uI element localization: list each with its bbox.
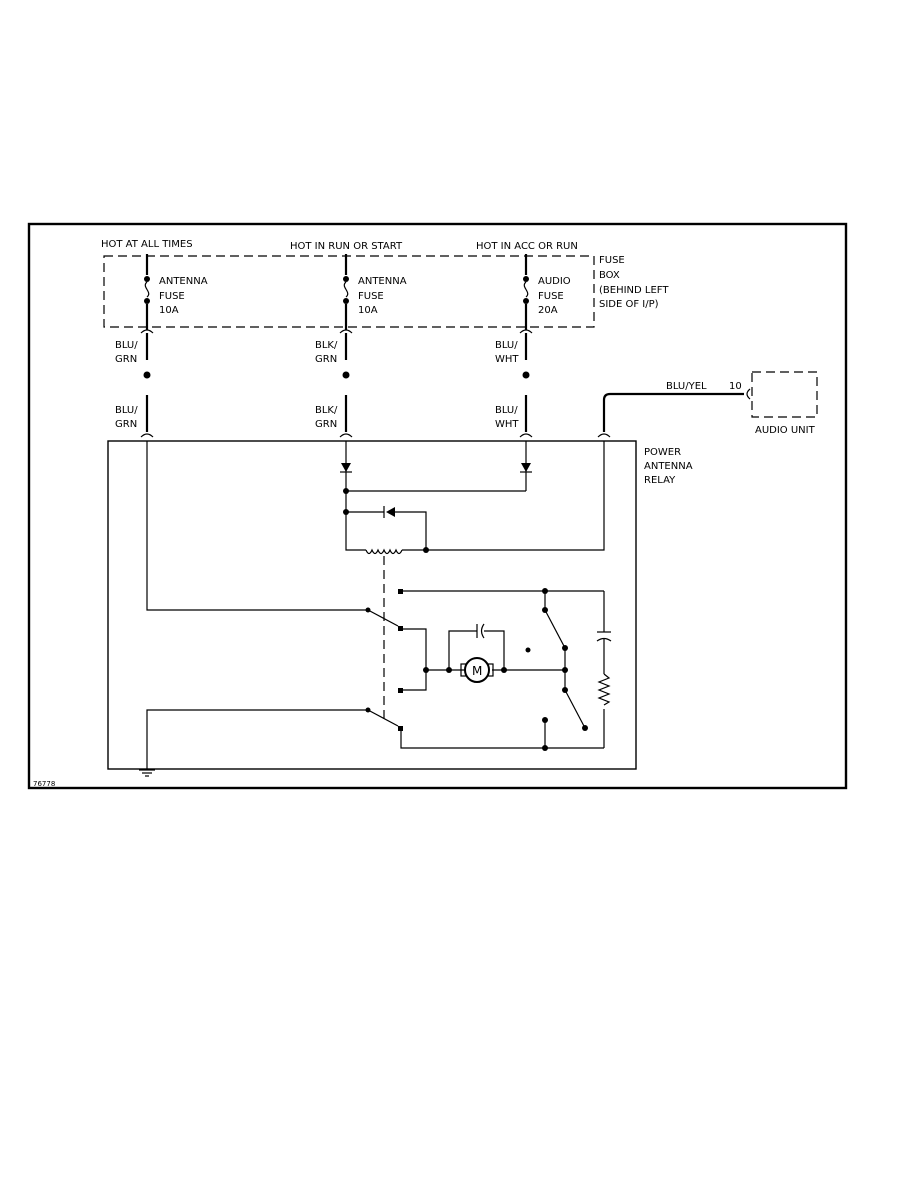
audio-wire-pin: 10 <box>729 381 742 392</box>
fuse-3-symbol <box>523 254 529 330</box>
wire-2-top-color-1: BLK/ <box>315 340 338 351</box>
wire-3-bottom-color-1: BLU/ <box>495 405 518 416</box>
fuse-1-name: ANTENNA <box>159 276 208 287</box>
wire-1-top-color-2: GRN <box>115 354 137 365</box>
audio-unit-box <box>751 371 818 418</box>
relay-coil-circuit <box>343 441 605 555</box>
wire-3-top-color-2: WHT <box>495 354 519 365</box>
fuse-1-symbol <box>144 254 150 330</box>
source-label-always: HOT AT ALL TIMES <box>101 239 193 250</box>
wire-circuit-2 <box>342 333 350 432</box>
source-label-run-start: HOT IN RUN OR START <box>290 241 403 252</box>
fuse-1-word: FUSE <box>159 291 185 302</box>
diagram-frame <box>27 222 848 790</box>
relay-connectors <box>140 433 611 438</box>
wire-circuit-1 <box>143 333 151 432</box>
motor-label: M <box>472 664 482 678</box>
fuse-box-outline <box>103 255 595 328</box>
motor-icon <box>464 657 490 683</box>
relay-label-3: RELAY <box>644 475 676 486</box>
fuse-2-name: ANTENNA <box>358 276 407 287</box>
switch-upper <box>146 441 604 693</box>
relay-label-1: POWER <box>644 447 681 458</box>
fuse-1-rating: 10A <box>159 305 179 316</box>
motor-circuit <box>423 623 565 677</box>
relay-label-2: ANTENNA <box>644 461 693 472</box>
relay-box <box>107 440 637 770</box>
fuse-box-label-2: BOX <box>599 270 620 281</box>
fuse-box-label-1: FUSE <box>599 255 625 266</box>
audio-unit-wire <box>602 392 744 432</box>
wire-circuit-3 <box>522 333 530 432</box>
fuse-3-rating: 20A <box>538 305 558 316</box>
fuse-3-name: AUDIO <box>538 276 571 287</box>
wire-2-bottom-color-1: BLK/ <box>315 405 338 416</box>
diagram-id: 76778 <box>33 780 55 788</box>
fuse-2-rating: 10A <box>358 305 378 316</box>
wire-3-top-color-1: BLU/ <box>495 340 518 351</box>
wire-1-bottom-color-1: BLU/ <box>115 405 138 416</box>
audio-unit-label: AUDIO UNIT <box>755 425 816 436</box>
damping-network <box>596 591 612 748</box>
wire-3-bottom-color-2: WHT <box>495 419 519 430</box>
ground-symbol <box>139 765 155 777</box>
audio-wire-color: BLU/YEL <box>666 381 707 392</box>
fuse-box-connectors <box>140 329 533 334</box>
source-label-acc-run: HOT IN ACC OR RUN <box>476 241 578 252</box>
fuse-2-symbol <box>343 254 349 330</box>
relay-diodes <box>340 441 532 494</box>
wire-1-top-color-1: BLU/ <box>115 340 138 351</box>
limit-switches <box>525 588 588 751</box>
fuse-box-label-3: (BEHIND LEFT <box>599 285 669 296</box>
wire-2-bottom-color-2: GRN <box>315 419 337 430</box>
audio-unit-connector <box>746 388 751 400</box>
fuse-3-word: FUSE <box>538 291 564 302</box>
wire-1-bottom-color-2: GRN <box>115 419 137 430</box>
switch-lower <box>146 707 604 765</box>
fuse-box-label-4: SIDE OF I/P) <box>599 299 659 310</box>
fuse-2-word: FUSE <box>358 291 384 302</box>
wire-2-top-color-2: GRN <box>315 354 337 365</box>
